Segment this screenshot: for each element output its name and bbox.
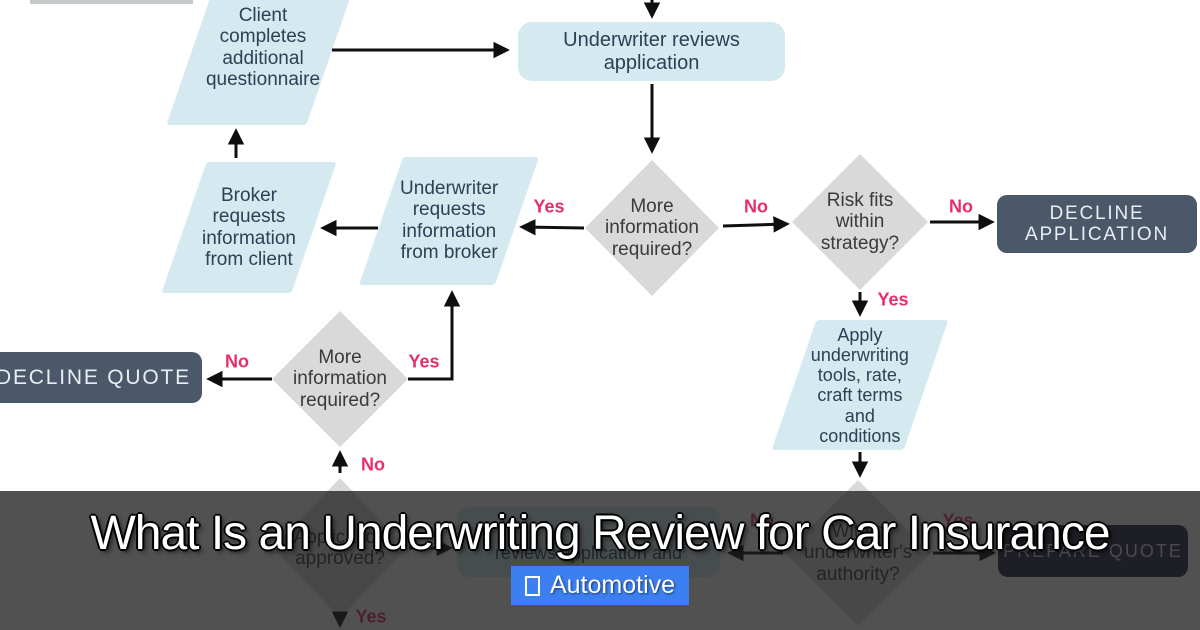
node-label: DECLINE QUOTE (0, 365, 191, 389)
process-client-questionnaire: Client completes additional questionnair… (166, 0, 360, 125)
process-underwriter-reviews: Underwriter reviews application (518, 22, 785, 81)
node-label: Underwriter reviews application (563, 29, 740, 74)
node-label: Risk fits within strategy? (820, 190, 900, 254)
edge-label-more1-yes: Yes (533, 196, 565, 217)
category-badge-label: Automotive (549, 571, 676, 599)
node-label: DECLINE APPLICATION (1024, 202, 1170, 245)
node-label: More information required? (293, 347, 387, 411)
edge-label-more2-yes: Yes (408, 351, 440, 372)
node-label: Client completes additional questionnair… (205, 4, 321, 90)
edge-label-approved-no: No (361, 454, 385, 475)
node-label: More information required? (605, 196, 699, 260)
edge-label-risk-yes: Yes (877, 289, 909, 310)
decision-risk-fits-strategy: Risk fits within strategy? (792, 154, 928, 290)
edge-label-risk-no: No (949, 196, 973, 217)
terminal-decline-quote: DECLINE QUOTE (0, 352, 202, 403)
page-title: What Is an Underwriting Review for Car I… (90, 507, 1110, 560)
top-edge-artifact (30, 0, 193, 4)
category-badge: Automotive (510, 566, 690, 605)
decision-more-information-2: More information required? (272, 311, 408, 447)
arrow-more1-to-underwriter-requests (519, 218, 585, 236)
dim-overlay (0, 491, 1200, 630)
edge-label-more2-no: No (225, 351, 249, 372)
process-underwriter-requests: Underwriter requests information from br… (358, 157, 540, 285)
process-apply-tools: Apply underwriting tools, rate, craft te… (771, 320, 949, 450)
decision-more-information-1: More information required? (585, 160, 719, 296)
terminal-decline-application: DECLINE APPLICATION (997, 195, 1197, 253)
node-label: Apply underwriting tools, rate, craft te… (810, 324, 910, 446)
node-label: Underwriter requests information from br… (399, 178, 499, 264)
process-broker-requests: Broker requests information from client (161, 162, 337, 293)
arrow-more1-to-risk (722, 216, 790, 233)
edge-label-more1-no: No (744, 196, 768, 217)
node-label: Broker requests information from client (202, 184, 296, 270)
missing-glyph-icon (524, 575, 540, 596)
